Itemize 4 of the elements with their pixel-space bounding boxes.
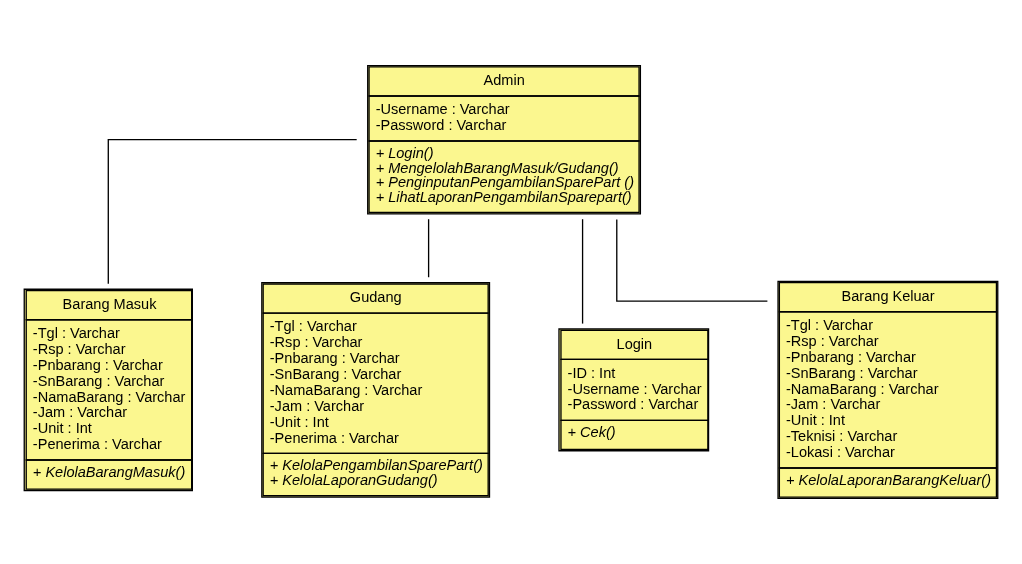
connector [107,139,358,285]
connector [581,218,584,325]
connector [427,218,430,278]
connector [616,218,769,302]
